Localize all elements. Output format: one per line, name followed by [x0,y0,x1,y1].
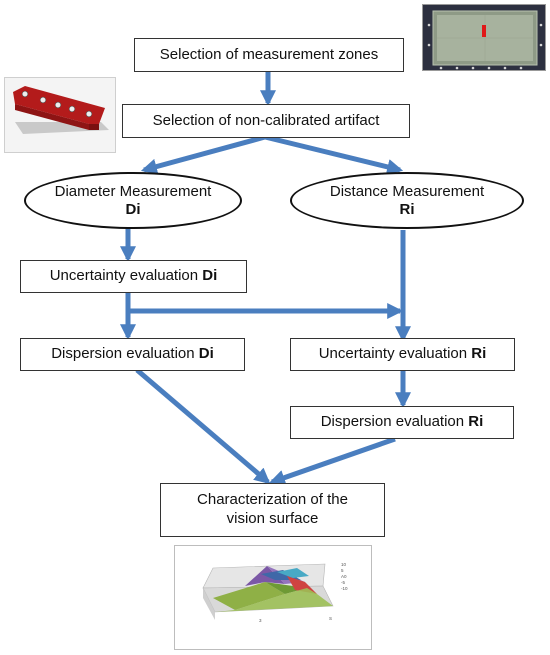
artifact-image [4,77,116,153]
characterization-box: Characterization of the vision surface [160,483,385,537]
diameter-measurement-ellipse: Diameter Measurement Di [24,172,242,229]
uncertainty-di-label: Uncertainty evaluation Di [49,267,218,285]
dispersion-di-variable: Di [198,345,214,363]
svg-text:10: 10 [341,562,347,567]
arrow-artifact-to-diameter [140,134,266,175]
arrow-dispersion-di-to-characterization [135,368,271,485]
svg-text:3: 3 [259,618,262,623]
uncertainty-ri-variable: Ri [471,345,487,363]
selection-artifact-label: Selection of non-calibrated artifact [152,111,380,129]
diameter-measurement-label: Diameter Measurement [54,182,212,200]
arrow-artifact-to-distance [264,134,404,175]
surface-plot-image: 10 5 A0 -5 -10 3 S [174,545,372,650]
selection-zones-label: Selection of measurement zones [159,45,379,63]
dispersion-di-box: Dispersion evaluation Di [20,338,245,371]
svg-text:A0: A0 [341,574,347,579]
svg-text:-5: -5 [341,580,345,585]
distance-measurement-ellipse: Distance Measurement Ri [290,172,524,229]
uncertainty-di-variable: Di [202,267,218,285]
characterization-line-1: Characterization of the [197,491,348,509]
svg-text:S: S [329,616,332,621]
svg-text:5: 5 [341,568,344,573]
selection-artifact-box: Selection of non-calibrated artifact [122,104,410,138]
distance-variable: Ri [399,200,415,218]
uncertainty-ri-label: Uncertainty evaluation Ri [318,345,487,363]
diameter-variable: Di [125,200,141,218]
measurement-zone-image [422,4,546,71]
dispersion-ri-box: Dispersion evaluation Ri [290,406,514,439]
dispersion-ri-variable: Ri [468,413,484,431]
selection-zones-box: Selection of measurement zones [134,38,404,72]
svg-text:-10: -10 [341,586,348,591]
dispersion-di-label: Dispersion evaluation Di [51,345,214,363]
dispersion-ri-label: Dispersion evaluation Ri [320,413,484,431]
distance-measurement-label: Distance Measurement [329,182,485,200]
uncertainty-ri-box: Uncertainty evaluation Ri [290,338,515,371]
characterization-line-2: vision surface [226,510,319,527]
uncertainty-di-box: Uncertainty evaluation Di [20,260,247,293]
arrow-dispersion-ri-to-characterization [268,436,396,486]
